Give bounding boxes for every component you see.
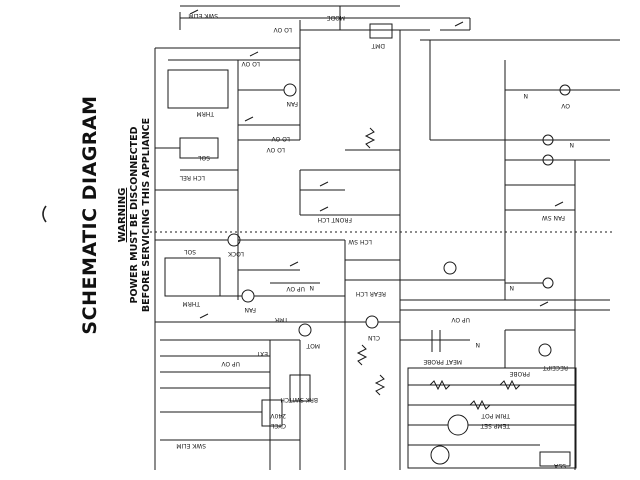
label-rear-lch: REAR LCH xyxy=(356,290,386,297)
label-n-4: N xyxy=(476,341,481,348)
label-ov: OV xyxy=(560,102,570,109)
label-temp-set: TEMP SET xyxy=(480,422,511,429)
label-therm-upper: THRM xyxy=(196,110,215,117)
label-dmt: DMT xyxy=(371,42,385,49)
label-up-ov-3: UP OV xyxy=(220,360,240,367)
label-fan-lower: FAN xyxy=(245,306,257,313)
label-lch-rel: LCH REL xyxy=(179,174,205,181)
label-swk-elim-top: SWK ELIM xyxy=(188,12,218,19)
label-up-ov: UP OV xyxy=(285,285,305,292)
label-ext: EXT xyxy=(256,350,268,357)
label-swk-elim-bot: SWK ELIM xyxy=(176,442,206,449)
label-ssa: SSA xyxy=(553,462,566,469)
label-up-ov-2: UP OV xyxy=(450,316,470,323)
label-n-5: N xyxy=(310,284,315,291)
label-fan-upper: FAN xyxy=(287,100,299,107)
label-probe: PROBE xyxy=(509,370,530,377)
label-mode: MODE xyxy=(326,14,345,21)
label-n-2: N xyxy=(570,141,575,148)
label-therm-lower: THRM xyxy=(182,300,201,307)
label-240v: 240V xyxy=(270,412,286,419)
label-cln: CLN xyxy=(368,334,380,341)
label-n-1: N xyxy=(524,92,529,99)
label-fan-sw: FAN SW xyxy=(542,214,565,221)
label-lo-ov-4: LO OV xyxy=(266,146,285,153)
label-cycl: CYCL xyxy=(270,422,286,429)
label-tmr: TMR xyxy=(275,316,289,323)
label-lch-sw: LCH SW xyxy=(348,238,372,245)
label-lo-ov-3: LO OV xyxy=(271,135,290,142)
label-front-lch: FRONT LCH xyxy=(318,216,352,223)
label-mot: MOT xyxy=(306,342,320,349)
label-brk-switch: BRK SWITCH xyxy=(280,396,318,403)
label-lo-ov-top: LO OV xyxy=(273,26,292,33)
label-lock: LOCK xyxy=(227,250,244,257)
label-n-3: N xyxy=(510,284,515,291)
label-meat-probe: MEAT PROBE xyxy=(423,358,462,365)
label-trim-pot: TRIM POT xyxy=(481,412,511,419)
label-receipt: RECEIPT xyxy=(543,364,568,371)
label-sol-lower: SOL xyxy=(183,248,196,255)
label-lo-ov-2: LO OV xyxy=(241,60,260,67)
label-sol-upper: SOL xyxy=(197,154,210,161)
